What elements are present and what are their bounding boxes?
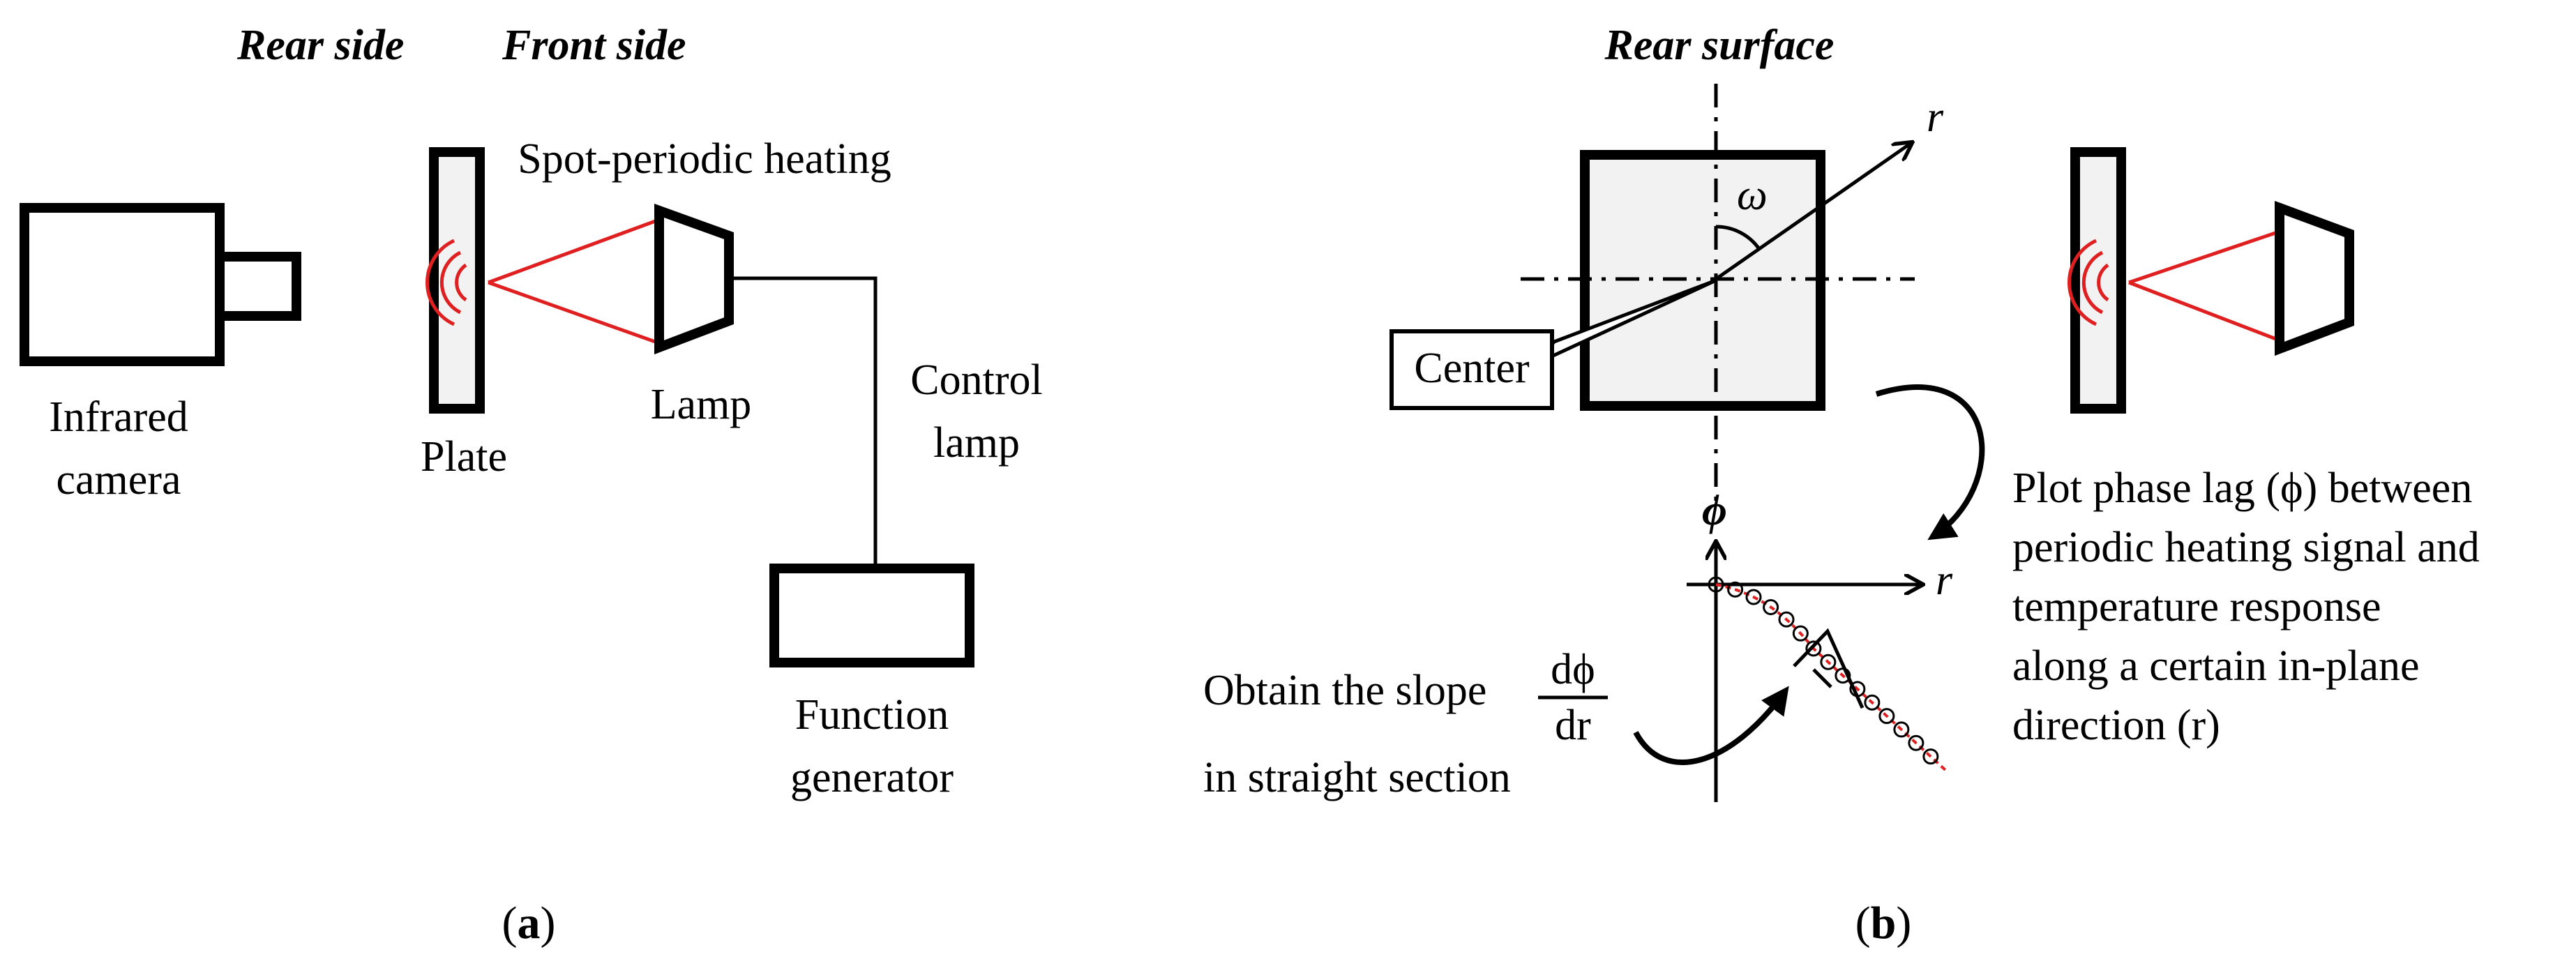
phase-lag-point bbox=[1878, 708, 1895, 725]
slope-text: Obtain the slope bbox=[1203, 667, 1486, 714]
axis-r-plot-label: r bbox=[1936, 557, 1953, 604]
heating-ray-small-bottom bbox=[2128, 280, 2280, 342]
phase-lag-point bbox=[1745, 589, 1762, 605]
caption-b: (b) bbox=[1855, 898, 1912, 949]
slope-bracket-tick bbox=[1812, 668, 1832, 688]
angle-symbol: ω bbox=[1737, 172, 1768, 219]
header-rear-surface: Rear surface bbox=[1604, 22, 1835, 69]
plot-desc-line1: Plot phase lag (ϕ) between bbox=[2012, 465, 2472, 512]
lamp-small bbox=[2275, 200, 2354, 356]
phase-lag-point bbox=[1864, 694, 1881, 711]
slope-numerator: dϕ bbox=[1551, 646, 1595, 693]
infrared-camera bbox=[20, 203, 301, 366]
phase-lag-point bbox=[1727, 581, 1744, 598]
phase-lag-point bbox=[1708, 576, 1724, 593]
phase-lag-points bbox=[1708, 576, 1939, 765]
phase-lag-point bbox=[1893, 721, 1910, 738]
heating-label: Spot-periodic heating bbox=[518, 135, 891, 183]
panel-b: Rear surface r ω Center ϕ r bbox=[1203, 22, 2480, 949]
phase-lag-point bbox=[1805, 640, 1822, 657]
camera-label-line1: Infrared bbox=[49, 393, 188, 441]
lamp bbox=[654, 204, 734, 355]
axis-r-top: r bbox=[1927, 93, 1944, 141]
lamp-label: Lamp bbox=[651, 381, 752, 428]
plot-desc-line5: direction (r) bbox=[2012, 702, 2220, 749]
heat-wave-icon bbox=[425, 239, 467, 326]
heating-ray-small-top bbox=[2128, 229, 2280, 285]
slope-bracket bbox=[1793, 628, 1865, 709]
slope-arrow bbox=[1633, 686, 1789, 766]
angle-arc bbox=[1715, 225, 1761, 250]
plot-desc-line3: temperature response bbox=[2012, 583, 2381, 631]
plate-label: Plate bbox=[421, 433, 507, 481]
center-label: Center bbox=[1414, 345, 1530, 392]
phase-lag-point bbox=[1763, 598, 1779, 615]
header-rear-side: Rear side bbox=[236, 22, 404, 69]
header-front-side: Front side bbox=[502, 22, 686, 69]
generator-label-line1: Function bbox=[795, 691, 949, 739]
heating-rays bbox=[488, 218, 660, 345]
axis-phi-label: ϕ bbox=[1702, 487, 1727, 534]
control-label-line2: lamp bbox=[933, 419, 1020, 467]
phase-lag-point bbox=[1922, 748, 1939, 765]
phase-lag-point bbox=[1778, 611, 1795, 628]
control-label-line1: Control bbox=[910, 356, 1042, 404]
center-callout-box bbox=[1389, 329, 1554, 410]
slope-denominator: dr bbox=[1555, 702, 1591, 749]
plot-desc-line2: periodic heating signal and bbox=[2012, 524, 2480, 571]
caption-a-open: ( bbox=[502, 898, 518, 949]
caption-a-letter: a bbox=[518, 898, 541, 949]
camera-label-line2: camera bbox=[57, 456, 181, 504]
heat-wave-icon-small bbox=[2067, 239, 2109, 326]
caption-b-letter: b bbox=[1871, 898, 1897, 949]
slope-text2: in straight section bbox=[1203, 754, 1511, 801]
plot-desc-line4: along a certain in-plane bbox=[2012, 642, 2420, 690]
panel-a: Rear side Front side Infrared camera Pla… bbox=[20, 22, 1043, 949]
function-generator bbox=[769, 564, 974, 667]
caption-b-close: ) bbox=[1896, 898, 1911, 949]
generator-label-line2: generator bbox=[790, 754, 954, 801]
caption-b-open: ( bbox=[1855, 898, 1871, 949]
phase-lag-point bbox=[1908, 734, 1925, 751]
r-direction-arrow bbox=[1715, 143, 1911, 281]
phase-lag-point bbox=[1820, 654, 1837, 670]
caption-a-close: ) bbox=[541, 898, 556, 949]
caption-a: (a) bbox=[502, 898, 556, 949]
curved-arrow-to-plot bbox=[1875, 384, 1985, 541]
phase-lag-curve bbox=[1715, 583, 1948, 772]
phase-lag-point bbox=[1792, 625, 1809, 642]
control-wire bbox=[731, 276, 878, 568]
